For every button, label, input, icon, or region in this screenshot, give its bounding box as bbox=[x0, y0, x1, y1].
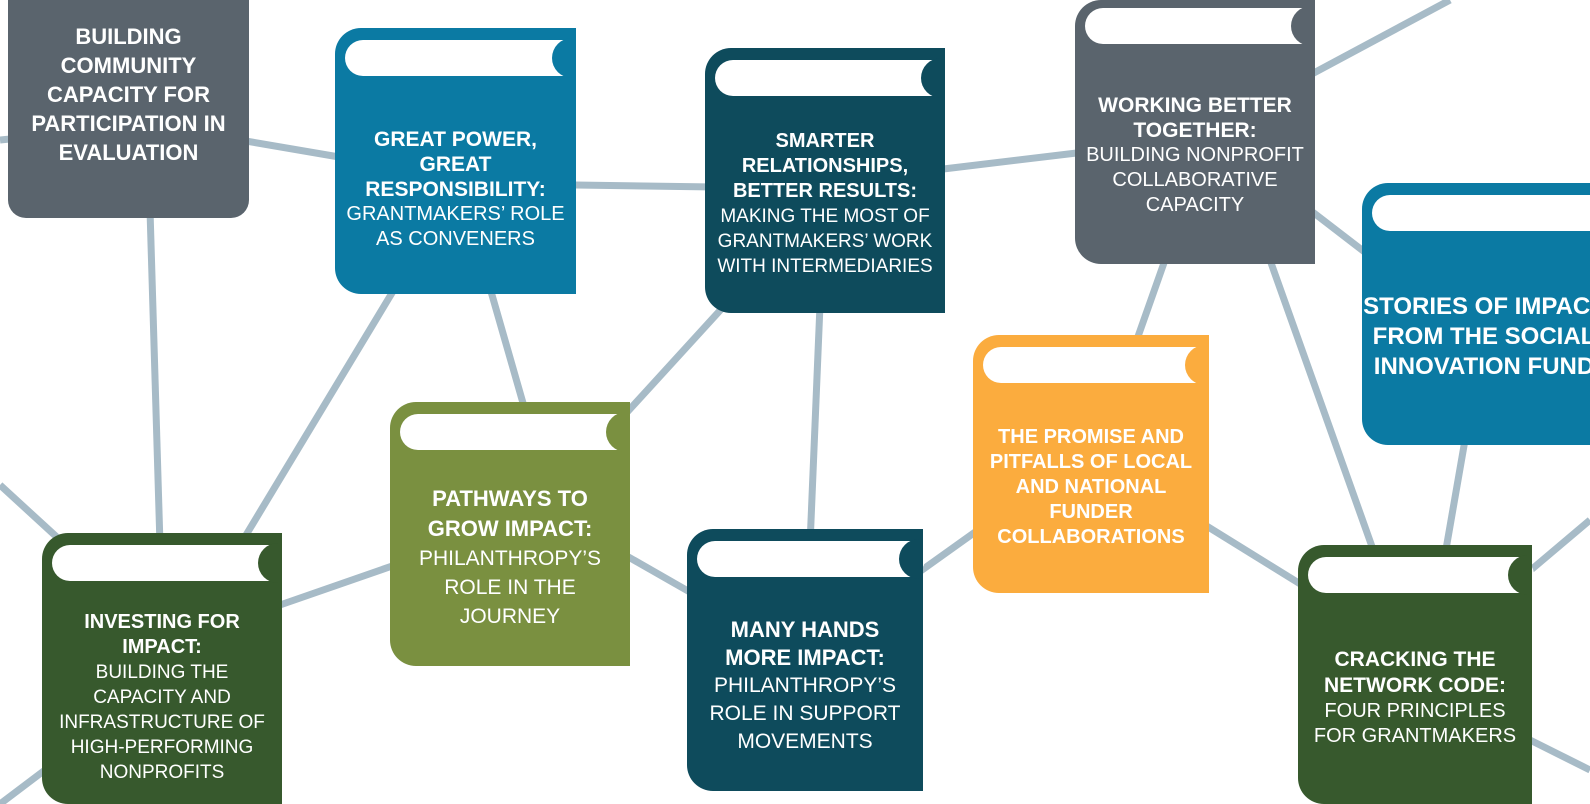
book-smarter-relationships-title: SMARTER RELATIONSHIPS, BETTER RESULTS: bbox=[732, 129, 918, 202]
book-many-hands[interactable]: MANY HANDS MORE IMPACT: PHILANTHROPY’S R… bbox=[687, 529, 925, 791]
connector-line bbox=[237, 286, 398, 547]
book-pages-icon bbox=[983, 347, 1211, 383]
book-pathways[interactable]: PATHWAYS TO GROW IMPACT: PHILANTHROPY’S … bbox=[390, 402, 632, 666]
book-working-better[interactable]: WORKING BETTER TOGETHER: BUILDING NONPRO… bbox=[1075, 0, 1317, 264]
book-community-capacity-title: BUILDING COMMUNITY CAPACITY FOR PARTICIP… bbox=[31, 23, 226, 165]
book-promise-pitfalls[interactable]: THE PROMISE AND PITFALLS OF LOCAL AND NA… bbox=[973, 335, 1211, 593]
book-pages-icon bbox=[345, 40, 578, 76]
book-pages-icon bbox=[1085, 8, 1317, 44]
book-smarter-relationships-subtitle: MAKING THE MOST OF GRANTMAKERS’ WORK WIT… bbox=[717, 205, 933, 277]
book-network-code[interactable]: CRACKING THE NETWORK CODE: FOUR PRINCIPL… bbox=[1298, 545, 1534, 804]
book-network-code-title: CRACKING THE NETWORK CODE: bbox=[1324, 647, 1506, 697]
book-stories-of-impact-title: STORIES OF IMPACT FROM THE SOCIAL INNOVA… bbox=[1363, 293, 1590, 380]
book-pathways-title: PATHWAYS TO GROW IMPACT: bbox=[427, 485, 593, 541]
connector-line bbox=[1266, 258, 1379, 557]
connector-line bbox=[1131, 258, 1169, 347]
connector-line bbox=[0, 767, 48, 804]
book-smarter-relationships[interactable]: SMARTER RELATIONSHIPS, BETTER RESULTS: M… bbox=[705, 48, 947, 313]
book-working-better-subtitle: BUILDING NONPROFIT COLLABORATIVE CAPACIT… bbox=[1086, 143, 1304, 216]
book-pages-icon bbox=[1308, 557, 1534, 593]
connector-line bbox=[806, 304, 824, 546]
connector-line bbox=[574, 181, 716, 191]
book-many-hands-subtitle: PHILANTHROPY’S ROLE IN SUPPORT MOVEMENTS bbox=[709, 674, 901, 753]
connector-line bbox=[1308, 0, 1452, 79]
book-great-power[interactable]: GREAT POWER, GREAT RESPONSIBILITY: GRANT… bbox=[335, 28, 578, 294]
book-network-code-subtitle: FOUR PRINCIPLES FOR GRANTMAKERS bbox=[1313, 699, 1517, 747]
book-community-capacity[interactable]: BUILDING COMMUNITY CAPACITY FOR PARTICIP… bbox=[8, 0, 249, 218]
book-investing-title: INVESTING FOR IMPACT: bbox=[84, 611, 240, 658]
connector-line bbox=[486, 287, 529, 411]
connector-line bbox=[0, 482, 63, 543]
book-pathways-subtitle: PHILANTHROPY’S ROLE IN THE JOURNEY bbox=[418, 546, 602, 628]
connector-line bbox=[1522, 517, 1590, 578]
connector-line bbox=[934, 148, 1086, 174]
book-pages-icon bbox=[697, 541, 925, 577]
connector-line bbox=[146, 209, 164, 546]
book-promise-pitfalls-title: THE PROMISE AND PITFALLS OF LOCAL AND NA… bbox=[989, 425, 1193, 548]
book-pages-icon bbox=[715, 60, 947, 96]
book-great-power-title: GREAT POWER, GREAT RESPONSIBILITY: bbox=[365, 127, 546, 201]
book-great-power-subtitle: GRANTMAKERS’ ROLE AS CONVENERS bbox=[346, 202, 565, 250]
connector-line bbox=[617, 302, 728, 423]
book-investing[interactable]: INVESTING FOR IMPACT: BUILDING THE CAPAC… bbox=[42, 533, 284, 804]
connector-line bbox=[1441, 439, 1469, 556]
connector-line bbox=[1203, 522, 1312, 593]
book-pages-icon bbox=[52, 545, 284, 581]
book-pages-icon bbox=[1372, 195, 1590, 231]
book-investing-subtitle: BUILDING THE CAPACITY AND INFRASTRUCTURE… bbox=[59, 662, 265, 783]
connector-line bbox=[623, 551, 697, 599]
connector-line bbox=[278, 561, 397, 609]
book-pages-icon bbox=[400, 414, 632, 450]
book-many-hands-title: MANY HANDS MORE IMPACT: bbox=[725, 617, 885, 670]
book-stories-of-impact[interactable]: STORIES OF IMPACT FROM THE SOCIAL INNOVA… bbox=[1362, 183, 1590, 445]
book-working-better-title: WORKING BETTER TOGETHER: bbox=[1098, 93, 1292, 142]
connector-line bbox=[239, 136, 346, 162]
